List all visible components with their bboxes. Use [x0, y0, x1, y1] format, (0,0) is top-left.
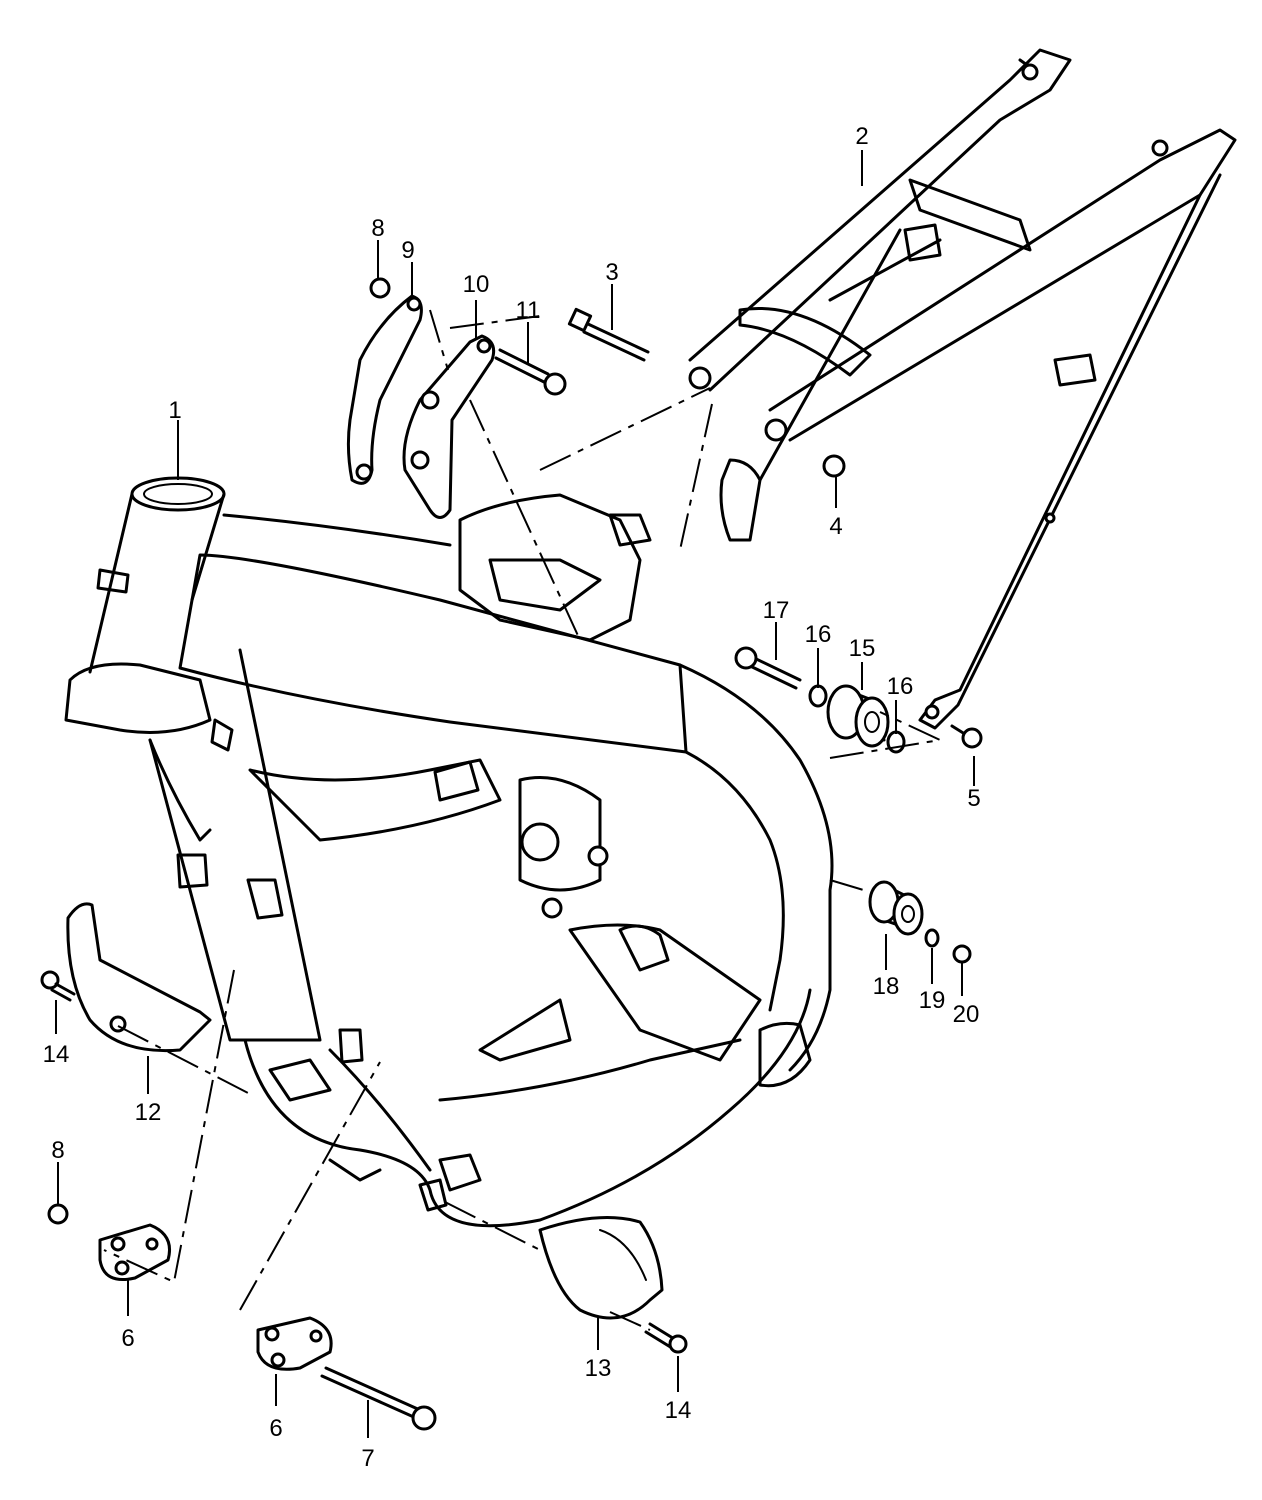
label-part-20: 20: [953, 1001, 980, 1028]
guard-12: [66, 902, 212, 1053]
label-part-8-lower: 8: [51, 1137, 64, 1164]
label-part-4: 4: [829, 513, 842, 540]
engine-mount-bracket-left: [346, 294, 423, 485]
label-part-11: 11: [516, 297, 541, 324]
label-part-17: 17: [763, 597, 790, 624]
label-part-16-right: 16: [887, 673, 914, 700]
label-part-9: 9: [401, 237, 414, 264]
bolt-14-right: [644, 1322, 688, 1354]
bolt-14-left: [40, 970, 76, 1002]
bolt-11: [494, 348, 567, 396]
guard-13: [538, 1216, 664, 1320]
bolt-7: [320, 1366, 437, 1431]
leader-lines: [55, 150, 975, 1438]
label-part-14-right: 14: [665, 1397, 692, 1424]
label-part-19: 19: [919, 987, 946, 1014]
bolt-5: [950, 724, 983, 749]
label-part-15: 15: [849, 635, 876, 662]
rubber-mount-15: [826, 684, 890, 748]
bolt-17: [734, 646, 802, 690]
label-part-16-left: 16: [805, 621, 832, 648]
label-part-2: 2: [855, 123, 868, 150]
nuts-washers: [47, 277, 972, 1225]
sub-frame: [688, 48, 1237, 730]
label-part-6-lower: 6: [269, 1415, 282, 1442]
engine-mount-bracket-right: [402, 334, 496, 519]
label-part-18: 18: [873, 973, 900, 1000]
label-part-13: 13: [585, 1355, 612, 1382]
label-part-8-upper: 8: [371, 215, 384, 242]
label-part-6-upper: 6: [121, 1325, 134, 1352]
label-part-10: 10: [463, 271, 490, 298]
label-part-3: 3: [605, 259, 618, 286]
part-numbers: 1 2 3 4 5 6 6 7 8 8 9 10 11 12 13 14 14 …: [43, 123, 981, 1472]
main-frame: [64, 476, 834, 1228]
rubber-mount-18: [868, 880, 924, 936]
label-part-1: 1: [168, 397, 181, 424]
label-part-7: 7: [361, 1445, 374, 1472]
bolt-3: [567, 307, 650, 362]
plate-6-lower: [256, 1316, 333, 1371]
plate-6-upper: [98, 1223, 171, 1281]
label-part-12: 12: [135, 1099, 162, 1126]
center-lines: [103, 309, 944, 1331]
label-part-5: 5: [967, 785, 980, 812]
label-part-14-left: 14: [43, 1041, 70, 1068]
